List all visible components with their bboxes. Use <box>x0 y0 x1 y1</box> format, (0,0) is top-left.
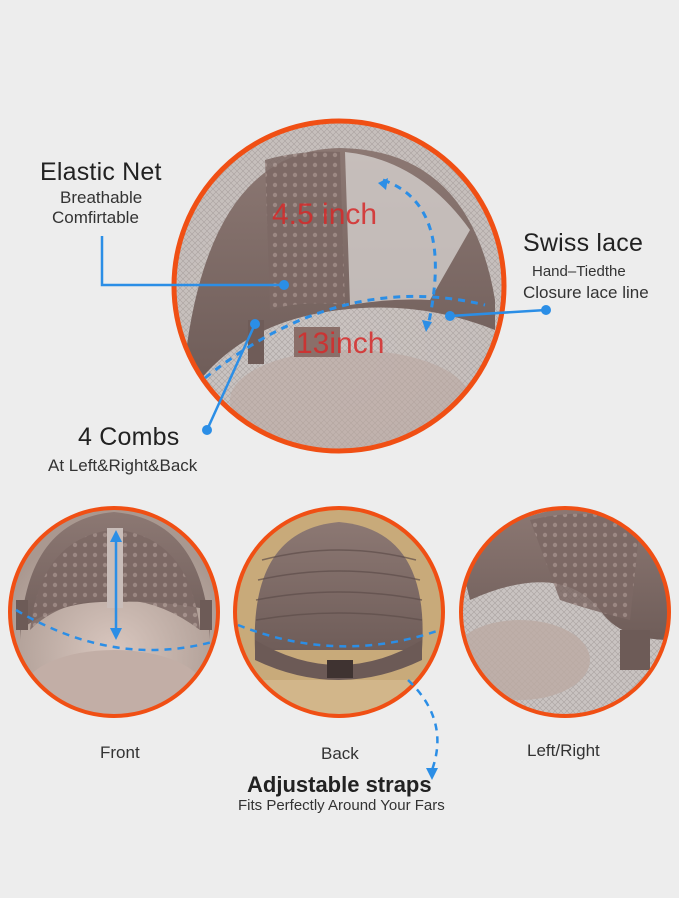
elastic-net-pointer <box>100 236 284 287</box>
height-measurement: 4.5 inch <box>272 198 378 231</box>
straps-title: Adjustable straps <box>247 772 432 797</box>
height-arrow-bottom-icon <box>422 320 432 332</box>
combs-pointer <box>205 323 257 431</box>
straps-arrow-icon <box>426 768 438 780</box>
straps-line1: Fits Perfectly Around Your Fars <box>238 797 445 814</box>
straps-pointer <box>407 679 439 771</box>
swiss-lace-title: Swiss lace <box>523 229 644 257</box>
back-view-caption: Back <box>321 744 359 763</box>
front-width-line <box>15 608 213 652</box>
front-arrow-up-icon <box>110 530 122 542</box>
front-arrow-down-icon <box>110 628 122 640</box>
combs-dot-end-icon <box>202 425 212 435</box>
elastic-net-dot-icon <box>279 280 289 290</box>
height-measure-line <box>382 178 437 327</box>
swiss-lace-dot-end-icon <box>541 305 551 315</box>
elastic-net-line2: Comfirtable <box>52 208 139 227</box>
combs-line1: At Left&Right&Back <box>48 456 198 475</box>
elastic-net-title: Elastic Net <box>40 158 162 186</box>
side-view-caption: Left/Right <box>527 741 600 760</box>
swiss-lace-dot-start-icon <box>445 311 455 321</box>
combs-title: 4 Combs <box>78 423 180 451</box>
main-cap-photo <box>171 118 507 454</box>
swiss-lace-pointer <box>449 308 547 318</box>
side-view-photo <box>459 506 671 718</box>
elastic-net-line1: Breathable <box>60 188 143 207</box>
swiss-lace-line1: Hand–Tiedthe <box>532 263 626 280</box>
back-width-line <box>237 623 441 648</box>
front-view-caption: Front <box>100 743 140 762</box>
height-arrow-top-icon <box>378 178 388 190</box>
combs-dot-start-icon <box>250 319 260 329</box>
width-measure-line <box>204 295 486 380</box>
width-measurement: 13inch <box>296 327 385 360</box>
back-view-photo <box>233 506 445 718</box>
swiss-lace-line2: Closure lace line <box>523 283 649 302</box>
